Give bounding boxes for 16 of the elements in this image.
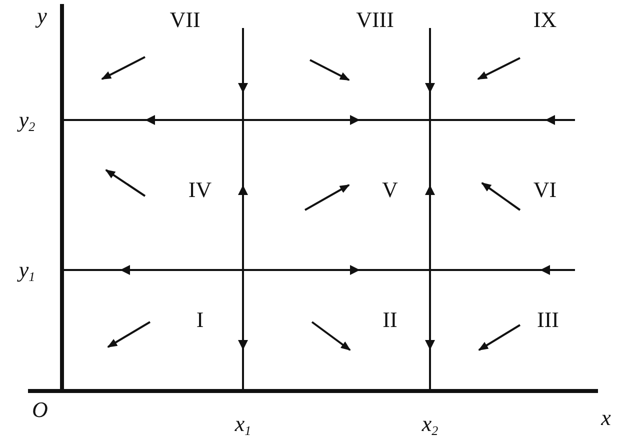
region-label: V	[382, 179, 398, 201]
axis-label: x$_{2}$	[422, 413, 438, 437]
region-label: I	[196, 309, 204, 331]
region-label: II	[382, 309, 398, 331]
region-label: IV	[188, 179, 212, 201]
region-label: VI	[533, 179, 557, 201]
origin-label: O	[32, 399, 48, 421]
axis-label: x	[601, 407, 611, 429]
axis-label: y$_{2}$	[18, 109, 36, 133]
region-label: III	[537, 309, 559, 331]
region-label: IX	[533, 9, 557, 31]
region-label: VII	[170, 9, 200, 31]
axis-label: x$_{1}$	[234, 413, 252, 437]
region-label: VIII	[356, 9, 394, 31]
axis-label: y	[37, 5, 47, 27]
axis-label: y$_{1}$	[18, 259, 36, 283]
